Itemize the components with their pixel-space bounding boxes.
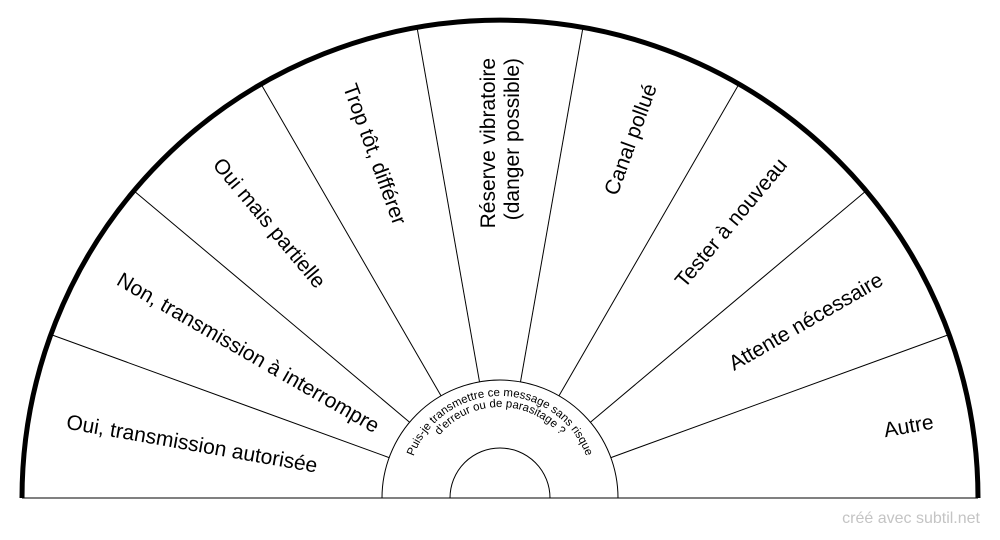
sector-label: Autre — [882, 411, 935, 442]
sector-label: Oui mais partielle — [208, 154, 330, 293]
sector-dividers — [50, 27, 950, 459]
inner-ring — [449, 447, 551, 499]
sector-divider — [133, 190, 410, 423]
sector-divider — [520, 27, 584, 382]
question-line-1: Puis-je transmettre ce message sans risq… — [405, 387, 595, 458]
sector-label: Tester à nouveau — [671, 154, 792, 292]
chart-frame — [19, 17, 981, 499]
sector-label: Trop tôt, différer — [338, 81, 410, 228]
sector-divider — [416, 27, 480, 382]
sector-label: Non, transmission à interrompre — [113, 268, 383, 437]
watermark: créé avec subtil.net — [842, 510, 980, 527]
sector-divider — [590, 190, 867, 423]
center-ring — [381, 379, 619, 499]
sector-label: Réserve vibratoire(danger possible) — [477, 58, 524, 228]
sector-divider — [558, 83, 740, 397]
sector-label: Attente nécessaire — [725, 268, 887, 375]
sector-divider — [50, 334, 390, 459]
sector-label: Canal pollué — [600, 81, 662, 199]
sector-divider — [260, 83, 442, 397]
sector-label: Oui, transmission autorisée — [65, 411, 320, 478]
outer-arc — [19, 17, 981, 499]
sector-divider — [610, 334, 950, 459]
